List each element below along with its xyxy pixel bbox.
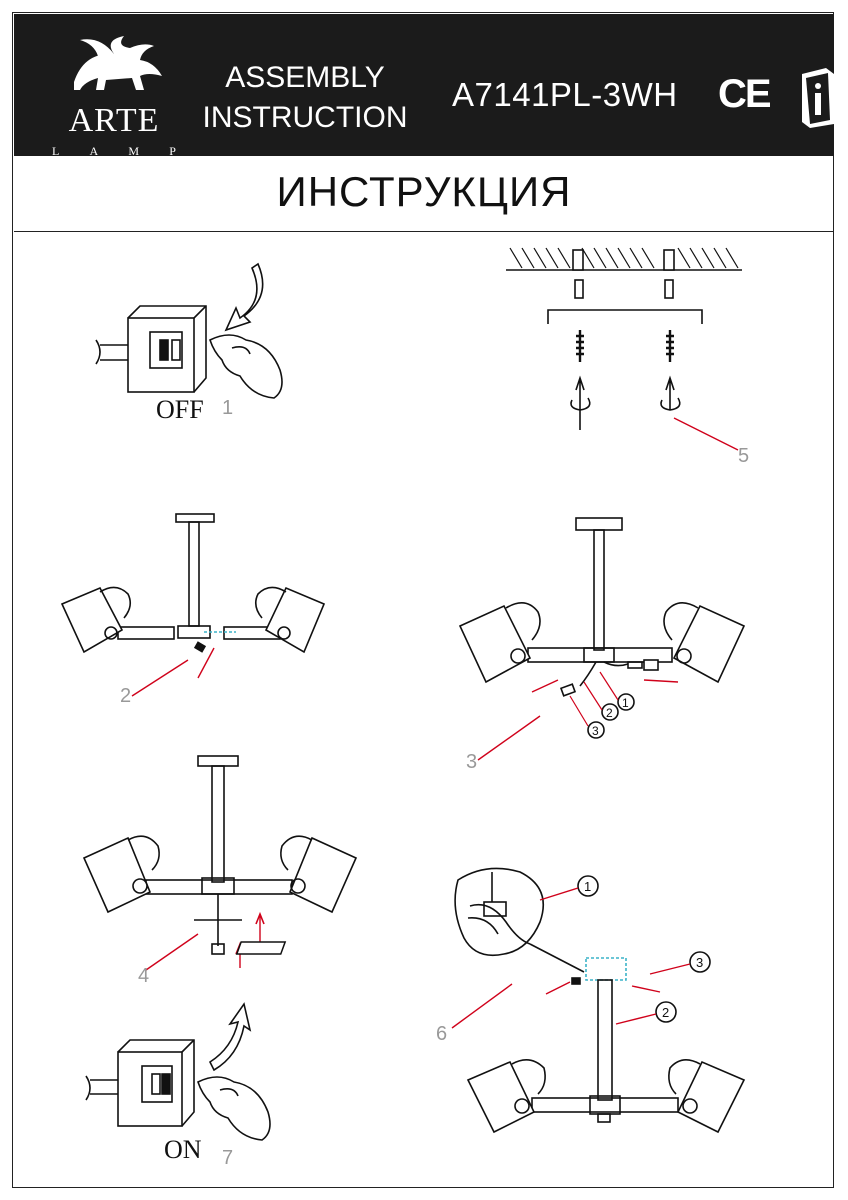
s3-callout-2: 2 <box>606 706 613 720</box>
s6-callout-3: 3 <box>696 955 703 970</box>
step-7-number: 7 <box>222 1147 233 1169</box>
s3-callout-3: 3 <box>592 724 599 738</box>
title-band: ИНСТРУКЦИЯ <box>14 156 834 232</box>
header-bar: ARTE L A M P ASSEMBLY INSTRUCTION A7141P… <box>14 14 834 158</box>
step5-ceiling-mount: 5 <box>506 247 749 467</box>
off-label: OFF <box>156 395 204 424</box>
brand-logo: ARTE L A M P <box>44 32 184 158</box>
step4-mounting: 4 <box>82 755 358 987</box>
s3-callout-1: 1 <box>622 696 629 710</box>
step1-switch-off: OFF 1 <box>95 262 283 424</box>
screw-icon <box>666 330 674 362</box>
step7-switch-on: ON 7 <box>85 1002 271 1169</box>
step6-detail: 1 2 3 6 <box>235 867 746 1134</box>
step-4-number: 4 <box>138 965 149 987</box>
s6-callout-2: 2 <box>662 1005 669 1020</box>
screw-icon <box>576 330 584 362</box>
model-number: A7141PL-3WH <box>452 76 678 113</box>
griffin-icon <box>74 36 162 90</box>
s6-callout-1: 1 <box>584 879 591 894</box>
step2-chandelier: 2 <box>60 513 326 707</box>
step-2-number: 2 <box>120 685 131 707</box>
manual-info-icon <box>802 68 834 128</box>
ce-mark: CE <box>718 72 772 116</box>
page-frame <box>12 12 834 1188</box>
curved-arrow-icon <box>224 262 264 332</box>
brand-subtitle: L A M P <box>52 144 176 158</box>
page-title: ИНСТРУКЦИЯ <box>276 168 572 215</box>
step-6-number: 6 <box>436 1023 447 1045</box>
on-label: ON <box>164 1135 202 1164</box>
step3-wiring: 1 2 3 3 <box>458 517 746 773</box>
step-5-number: 5 <box>738 445 749 467</box>
step-1-number: 1 <box>222 397 233 419</box>
brand-name: ARTE <box>68 102 160 139</box>
curved-arrow-icon <box>208 1002 252 1072</box>
step-3-number: 3 <box>466 751 477 773</box>
assembly-heading: ASSEMBLY INSTRUCTION <box>202 61 408 134</box>
